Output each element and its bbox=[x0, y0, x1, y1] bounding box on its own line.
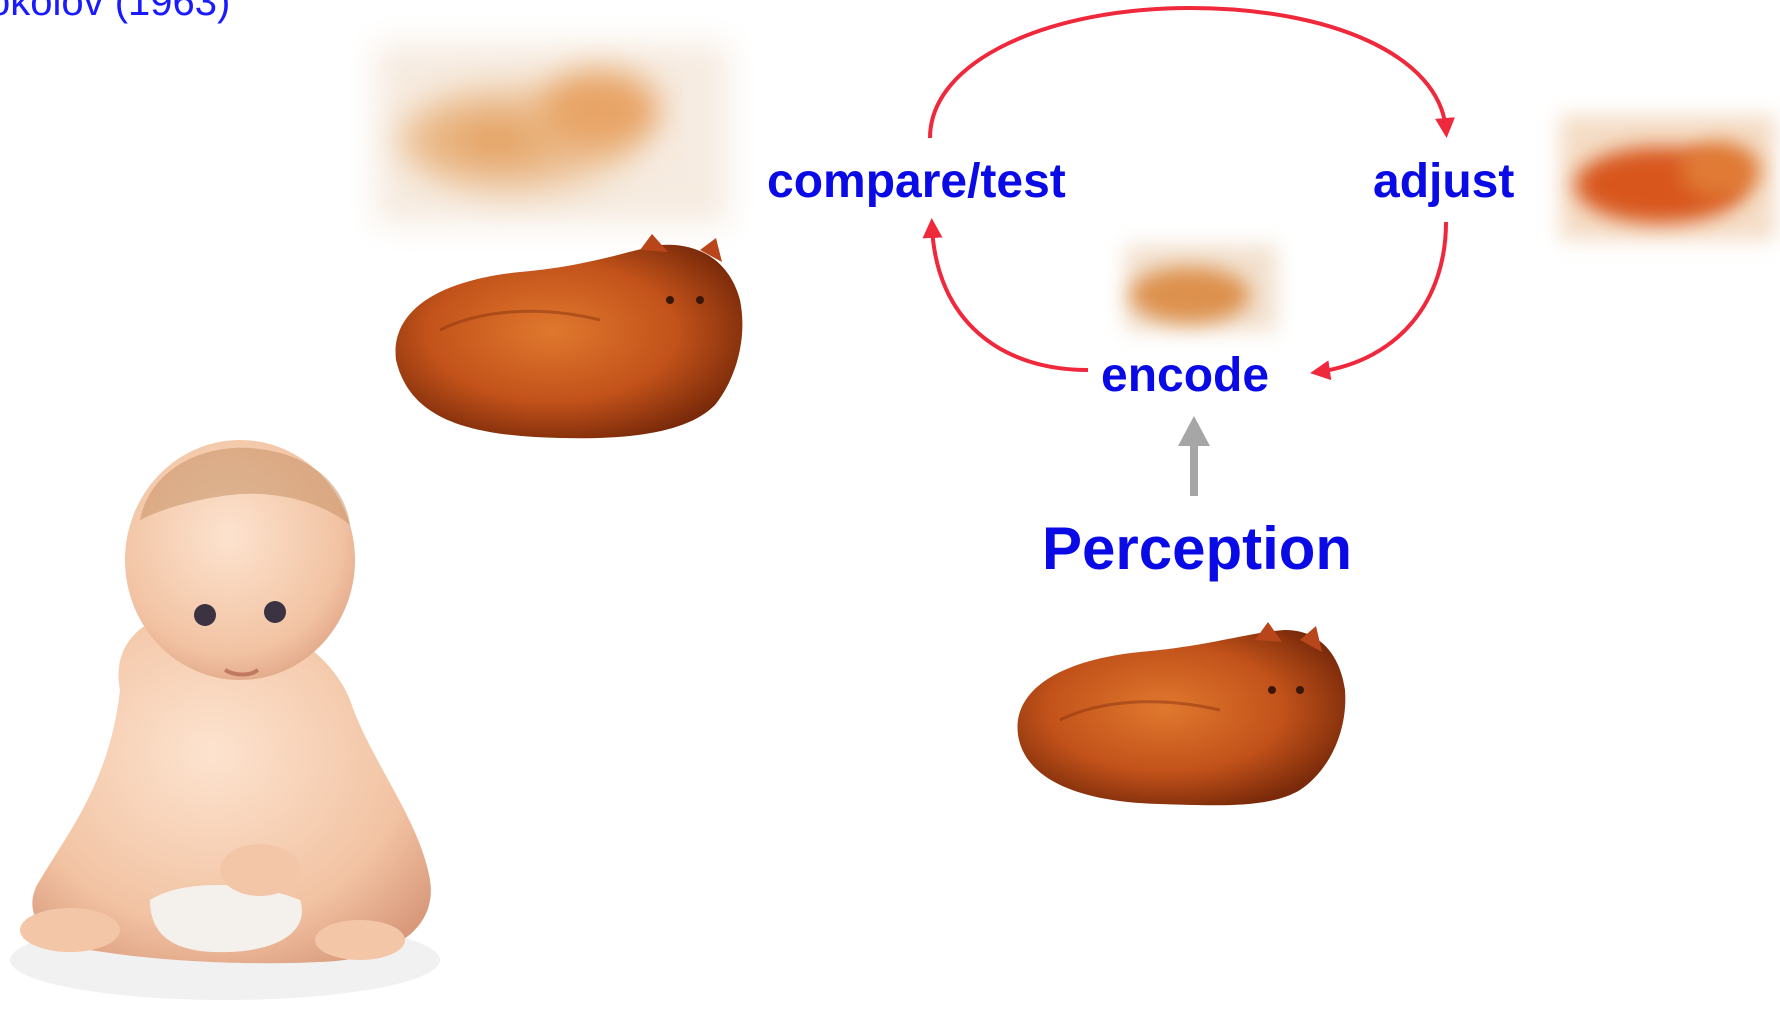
perception-label: Perception bbox=[1042, 514, 1352, 583]
arrow-adjust-to-encode bbox=[1318, 222, 1446, 372]
baby-image bbox=[10, 440, 440, 1000]
perception-to-encode-arrow bbox=[1178, 416, 1210, 496]
arrow-compare-to-adjust bbox=[930, 8, 1446, 138]
arrow-encode-to-compare bbox=[932, 226, 1088, 370]
encode-label: encode bbox=[1101, 348, 1269, 403]
cat-image-left bbox=[396, 234, 743, 438]
blurred-cat-image-top bbox=[376, 44, 728, 224]
cat-image-bottom bbox=[1017, 622, 1345, 805]
adjust-label: adjust bbox=[1373, 154, 1514, 209]
blurred-cat-image-right bbox=[1560, 115, 1775, 240]
blurred-cat-image-center bbox=[1125, 245, 1277, 331]
compare-test-label: compare/test bbox=[767, 154, 1066, 209]
